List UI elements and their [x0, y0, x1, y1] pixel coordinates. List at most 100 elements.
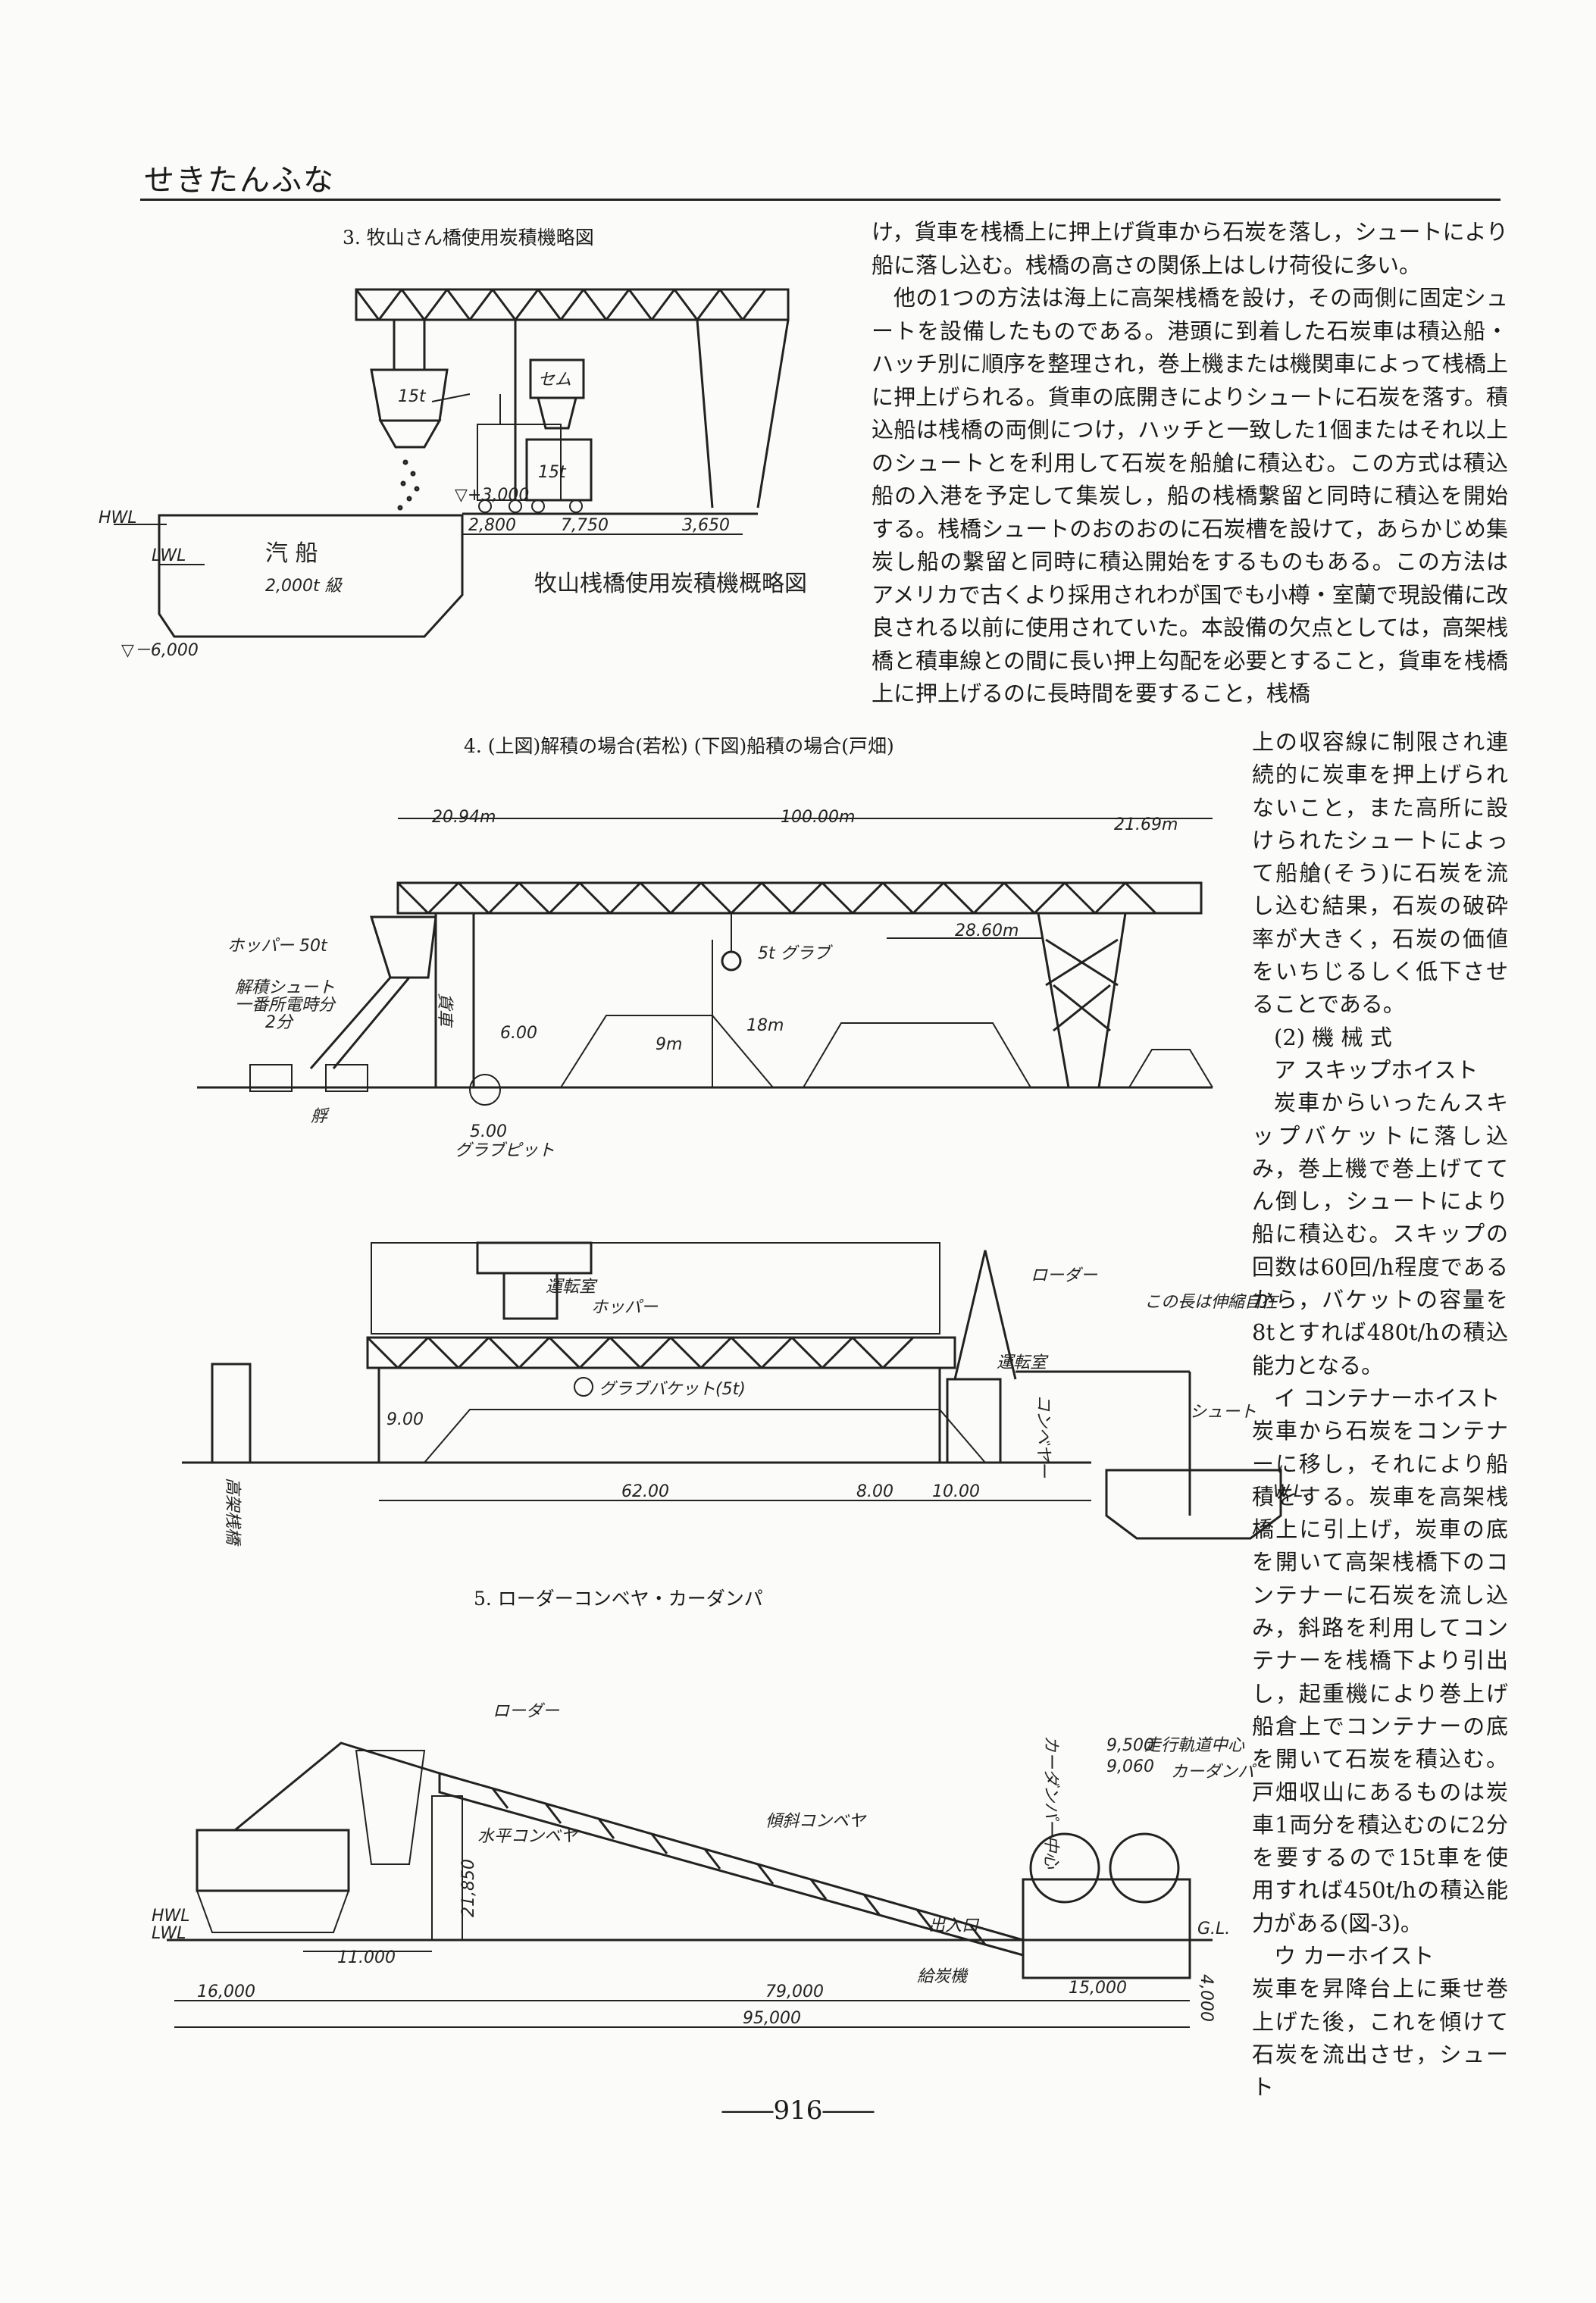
fig4-ship	[1105, 1469, 1282, 1540]
fig4-h9: 9m	[656, 1035, 682, 1054]
fig5-ship-left	[196, 1829, 350, 1892]
fig5-loader-label: ローダー	[493, 1702, 560, 1721]
fig5-conveyor-h-label: 水平コンベヤ	[477, 1827, 579, 1846]
fig4-chute-bottom: シュート	[1190, 1403, 1256, 1422]
fig4-chute-sub2: 2分	[265, 1013, 294, 1032]
body-text-top: け，貨車を桟橋上に押上げ貨車から石炭を落し，シュートにより船に落し込む。桟橋の高…	[872, 216, 1508, 711]
fig4-dim-left: 20.94m	[432, 808, 496, 827]
fig4-conveyor-label: コンベヤー	[1034, 1394, 1053, 1478]
heading-mechanical: (2) 機 械 式	[1274, 1024, 1392, 1050]
fig4-trestle	[211, 1363, 252, 1464]
figure4-caption: 4. (上図)解積の場合(若松) (下図)船積の場合(戸畑)	[464, 735, 894, 757]
fig3-hwl: HWL	[99, 508, 137, 527]
fig4-w10: 10.00	[932, 1482, 980, 1501]
running-header: せきたんふな	[144, 163, 335, 198]
fig5-d15: 15,000	[1069, 1979, 1127, 1998]
fig3-ship-hull	[158, 514, 464, 638]
fig5-d9060: 9,060	[1106, 1757, 1154, 1776]
fig4-hopper-label: ホッパー 50t	[227, 937, 328, 956]
fig4-h18: 18m	[746, 1016, 784, 1035]
fig4-w8: 8.00	[856, 1482, 893, 1501]
fig4-chute-sub: 一番所電時分	[235, 996, 336, 1015]
fig4-hopper	[369, 915, 437, 979]
fig4-dim-mid: 100.00m	[781, 808, 855, 827]
fig3-car	[525, 438, 593, 502]
fig3-dim3: 3,650	[682, 516, 730, 535]
fig4-top-crane	[476, 1241, 593, 1275]
fig5-conveyor-inc-label: 傾斜コンベヤ	[765, 1812, 867, 1831]
para-0: け，貨車を桟橋上に押上げ貨車から石炭を落し，シュートにより船に落し込む。桟橋の高…	[872, 219, 1508, 278]
fig4-dim-right: 21.69m	[1114, 815, 1178, 834]
fig3-car-frame	[477, 424, 562, 501]
heading-container-hoist: イ コンテナーホイスト	[1274, 1385, 1501, 1411]
page-number: ――916――	[721, 2095, 875, 2126]
figure5-caption: 5. ローダーコンベヤ・カーダンパ	[474, 1588, 763, 1610]
fig3-bucket-label: 15t	[398, 387, 427, 406]
fig5-hwl: HWL	[152, 1907, 190, 1926]
para-skip-hoist: 炭車からいったんスキップバケットに落し込み，巻上機で巻上げててん倒し，シュートに…	[1252, 1090, 1508, 1378]
fig4-w62: 62.00	[621, 1482, 669, 1501]
fig5-exit: 出入口	[928, 1917, 980, 1935]
fig5-trolley: 走行軌道中心	[1144, 1736, 1245, 1755]
fig4-bottom-hopper: ホッパー	[591, 1298, 659, 1317]
fig5-dumper-drum-left	[1029, 1832, 1100, 1904]
fig4-truck: 貨車	[435, 993, 454, 1028]
fig3-dim1: 2,800	[468, 516, 516, 535]
fig4-bottom-gantry	[371, 1242, 940, 1335]
header-rule	[140, 199, 1501, 201]
para-container-hoist: 炭車から石炭をコンテナーに移し，それにより船積をする。炭車を高架桟橋上に引上げ，…	[1252, 1418, 1508, 1936]
figure4-diagram: 20.94m 100.00m 21.69m 5t グラブ 28.60m ホッパー…	[182, 808, 1308, 1547]
figure3-caption: 3. 牧山さん橋使用炭積機略図	[343, 227, 594, 249]
fig3-hopper-label: セム	[538, 371, 571, 390]
fig4-bucket-label: グラブバケット(5t)	[599, 1380, 746, 1399]
fig5-d16: 16,000	[197, 1982, 255, 2001]
fig3-depth: ▽－6,000	[121, 641, 199, 660]
fig3-inner-caption: 牧山桟橋使用炭積機概略図	[534, 571, 807, 597]
fig5-d11: 11.000	[337, 1948, 396, 1967]
para-car-hoist: 炭車を昇降台上に乗せ巻上げた後，これを傾けて石炭を流出させ，シュート	[1252, 1976, 1508, 2101]
fig4-grab-label: 5t グラブ	[758, 944, 834, 963]
para-narrow-0: 上の収容線に制限され連続的に炭車を押上げられないこと，また高所に設けられたシュー…	[1252, 729, 1508, 1018]
fig3-ship-name: 汽 船	[265, 540, 318, 567]
fig4-dim-rail: 28.60m	[955, 922, 1019, 940]
fig5-gl: G.L.	[1197, 1920, 1230, 1938]
fig3-car-label: 15t	[538, 463, 567, 482]
fig5-d21: 21,850	[459, 1859, 478, 1917]
fig4-pit-w: 5.00	[470, 1122, 507, 1141]
fig4-bottom-truss	[366, 1336, 956, 1369]
figure5-diagram: ローダー HWL LWL 傾斜コンベヤ 水平コンベヤ 21,850 出入口 給炭…	[152, 1702, 1257, 2028]
fig4-cab	[502, 1272, 559, 1320]
fig4-bottom-h9: 9.00	[386, 1410, 424, 1429]
fig4-chute-label: 解積シュート	[235, 978, 335, 997]
fig4-top-truss	[396, 881, 1203, 915]
fig4-h6: 6.00	[500, 1024, 537, 1043]
fig4-right-leg	[1037, 912, 1127, 1089]
fig4-cab-label: 運転室	[546, 1278, 598, 1297]
fig3-lwl: LWL	[152, 546, 186, 565]
fig5-car-dumper-label: カーダンパ	[1171, 1763, 1257, 1782]
heading-skip-hoist: ア スキップホイスト	[1274, 1056, 1479, 1083]
fig5-d4: 4,000	[1197, 1974, 1216, 2022]
fig4-wl: W.L.	[1273, 1482, 1308, 1501]
fig5-feeder: 給炭機	[917, 1967, 969, 1986]
fig5-d95: 95,000	[743, 2009, 801, 2028]
fig4-barge: 艀	[311, 1107, 330, 1126]
fig4-loader-tower	[953, 1250, 1017, 1380]
heading-car-hoist: ウ カーホイスト	[1274, 1942, 1435, 1969]
fig4-loader-label: ローダー	[1031, 1266, 1098, 1285]
fig4-trestle-label: 高架桟橋	[223, 1478, 242, 1547]
fig4-pit: グラブピット	[455, 1141, 555, 1160]
fig4-cab2-label: 運転室	[997, 1353, 1049, 1372]
fig5-d79: 79,000	[765, 1982, 824, 2001]
fig5-loader-boom	[234, 1741, 440, 1832]
figure3-diagram: 15t セム 15t HWL LWL 汽 船 2,000t 級 ▽－6,000 …	[99, 288, 807, 660]
fig3-elev: ▽+3,000	[455, 486, 529, 505]
body-text-narrow: 上の収容線に制限され連続的に炭車を押上げられないこと，また高所に設けられたシュー…	[1252, 726, 1508, 2104]
fig5-loader-tower	[355, 1750, 426, 1865]
fig5-d9500: 9,500	[1106, 1736, 1154, 1755]
fig4-boom-label: この長は伸縮自在	[1144, 1293, 1280, 1312]
fig3-dim2: 7,750	[561, 516, 609, 535]
fig5-dumper-housing	[1022, 1878, 1191, 1979]
fig5-vert-label: カーダンパー中心	[1041, 1735, 1060, 1870]
fig3-ship-class: 2,000t 級	[265, 577, 343, 596]
